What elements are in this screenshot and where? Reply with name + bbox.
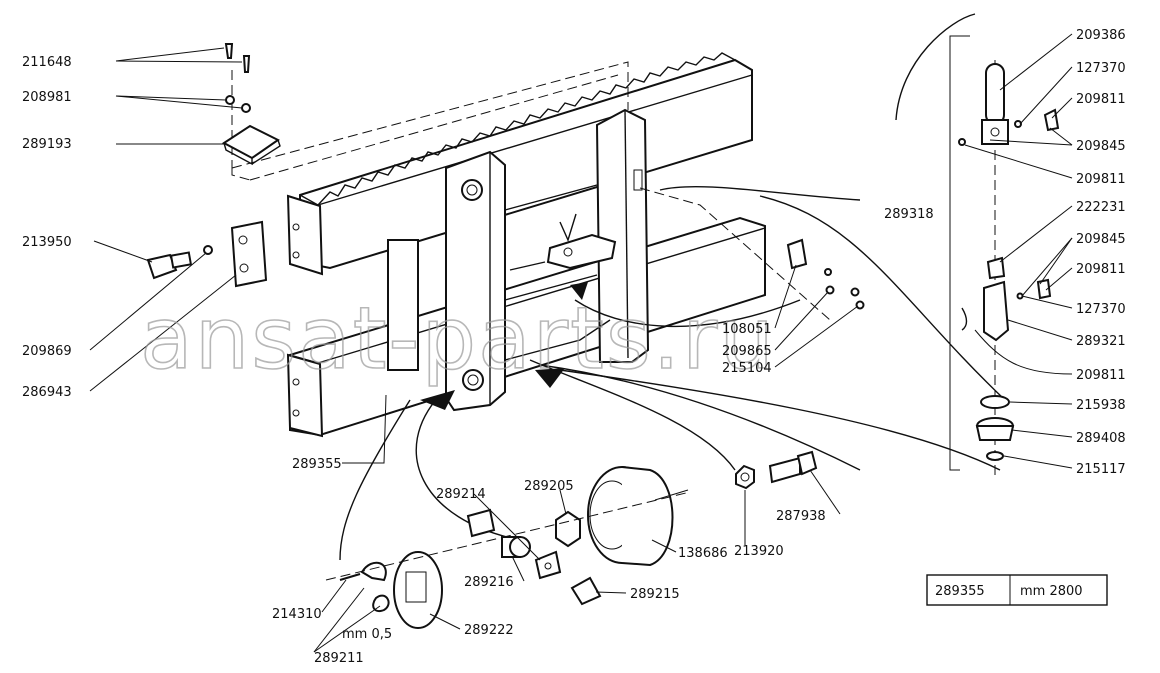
carriage-frame [286,52,766,438]
right-side-hardware [574,238,865,368]
part-labels: 211648 208981 289193 213950 209869 28694… [22,28,1126,666]
spec-table: 289355 mm 2800 [926,574,1108,606]
label-127370-top: 127370 [1076,61,1126,76]
top-left-hardware [115,43,281,166]
label-209845-bottom: 209845 [1076,232,1126,247]
left-bolt-assembly [89,220,268,392]
label-108051: 108051 [722,322,772,337]
roller-assembly [313,466,691,653]
label-209811-fourth: 209811 [1076,368,1126,383]
leader-289355 [342,394,387,464]
spec-code: 289355 [935,584,985,599]
label-209386: 209386 [1076,28,1126,43]
label-289321: 289321 [1076,334,1126,349]
label-287938: 287938 [776,509,826,524]
label-209845-top: 209845 [1076,139,1126,154]
label-289222: 289222 [464,623,514,638]
label-209865: 209865 [722,344,772,359]
label-211648: 211648 [22,55,72,70]
guide-curves [339,13,1006,561]
label-289318: 289318 [884,207,934,222]
label-289216: 289216 [464,575,514,590]
label-289211: 289211 [314,651,364,666]
nut-bolt-pair [735,450,841,545]
label-289355: 289355 [292,457,342,472]
label-209811-second: 209811 [1076,172,1126,187]
label-209811-third: 209811 [1076,262,1126,277]
label-127370-bottom: 127370 [1076,302,1126,317]
label-289193: 289193 [22,137,72,152]
label-222231: 222231 [1076,200,1126,215]
label-mm-0-5: mm 0,5 [342,627,392,642]
right-vertical-assembly [949,33,1073,480]
label-209811-first: 209811 [1076,92,1126,107]
watermark-text: ansat-parts.ru [140,289,776,389]
spec-length: mm 2800 [1020,584,1083,599]
label-215117: 215117 [1076,462,1126,477]
label-215938: 215938 [1076,398,1126,413]
label-138686: 138686 [678,546,728,561]
label-213950: 213950 [22,235,72,250]
label-289408: 289408 [1076,431,1126,446]
label-215104: 215104 [722,361,772,376]
label-289215: 289215 [630,587,680,602]
label-289214: 289214 [436,487,486,502]
dashed-reference-outline [231,61,831,321]
label-286943: 286943 [22,385,72,400]
label-209869: 209869 [22,344,72,359]
label-214310: 214310 [272,607,322,622]
label-208981: 208981 [22,90,72,105]
label-213920: 213920 [734,544,784,559]
label-289205: 289205 [524,479,574,494]
